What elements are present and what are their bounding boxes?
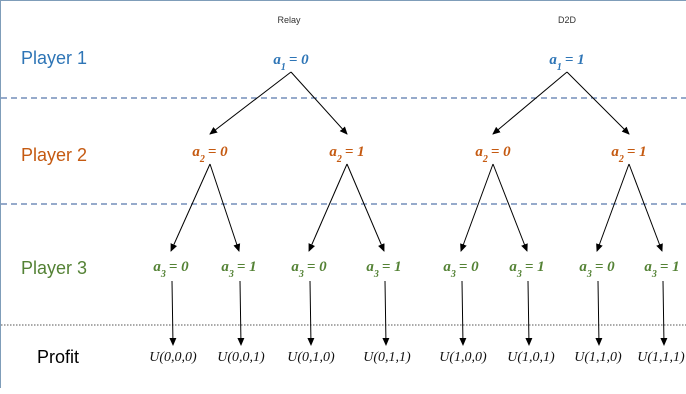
edge-l2-0-to-l3-0 [170, 163, 211, 252]
edge-l1-1-to-l2-2 [492, 71, 568, 135]
profit-value-7: U(1,1,1) [637, 350, 685, 365]
profit-value-6: U(1,1,0) [574, 350, 622, 365]
player2-action-1-subscript: 2 [336, 154, 342, 165]
player3-action-2-subscript: 3 [298, 269, 304, 280]
edge-l2-2-to-l3-4 [460, 163, 494, 252]
player1-action-0-subscript: 1 [281, 62, 286, 73]
player3-action-6: a3= 0 [579, 259, 615, 280]
edge-l3-7-to-profit-7 [660, 280, 668, 346]
player1-action-0: a1= 0 [273, 52, 309, 73]
player3-action-1-var: a [221, 259, 229, 275]
header-d2d: D2D [558, 15, 577, 25]
player2-action-3-var: a [611, 144, 619, 160]
player3-action-6-subscript: 3 [586, 269, 592, 280]
header-relay: Relay [277, 15, 301, 25]
player2-action-2-var: a [475, 144, 483, 160]
edge-l3-2-to-profit-2 [307, 280, 315, 346]
edge-l2-2-to-l3-5 [492, 163, 528, 252]
edge-l2-0-to-l3-1 [209, 163, 241, 252]
player3-action-3-subscript: 3 [373, 269, 379, 280]
player3-action-7: a3= 1 [644, 259, 679, 280]
player3-action-1-value: = 1 [237, 259, 257, 275]
player1-action-1: a1= 1 [549, 52, 584, 73]
edge-l3-5-to-profit-5 [525, 280, 533, 346]
player2-action-3-subscript: 2 [618, 154, 624, 165]
player3-action-5-value: = 1 [525, 259, 545, 275]
player3-action-0-var: a [153, 259, 161, 275]
edge-l3-1-to-profit-1 [237, 280, 245, 346]
player-2-label: Player 2 [21, 145, 87, 165]
player3-action-5-var: a [509, 259, 517, 275]
player2-action-3: a2= 1 [611, 144, 646, 165]
player-1-label: Player 1 [21, 48, 87, 68]
edge-l2-1-to-l3-2 [308, 163, 348, 252]
profit-value-4: U(1,0,0) [439, 350, 487, 365]
edge-l2-3-to-l3-6 [596, 163, 630, 252]
player1-action-1-var: a [549, 52, 557, 68]
edge-l1-1-to-l2-3 [566, 71, 630, 135]
player3-action-1: a3= 1 [221, 259, 256, 280]
player2-action-2-subscript: 2 [482, 154, 488, 165]
player2-action-1: a2= 1 [329, 144, 364, 165]
player3-action-0: a3= 0 [153, 259, 189, 280]
player3-action-2-value: = 0 [307, 259, 327, 275]
tree-edges [169, 71, 668, 346]
edge-l3-3-to-profit-3 [382, 280, 390, 346]
player1-action-0-var: a [273, 52, 281, 68]
player2-action-2-value: = 0 [491, 144, 511, 160]
edge-l3-6-to-profit-6 [595, 280, 603, 346]
profit-row-label: Profit [37, 347, 79, 367]
player2-action-1-var: a [329, 144, 337, 160]
edge-l3-4-to-profit-4 [459, 280, 467, 346]
player3-action-7-var: a [644, 259, 652, 275]
player2-action-0-subscript: 2 [199, 154, 205, 165]
profit-value-5: U(1,0,1) [507, 350, 555, 365]
player3-action-3: a3= 1 [366, 259, 401, 280]
player3-action-2: a3= 0 [291, 259, 327, 280]
profit-value-0: U(0,0,0) [149, 350, 197, 365]
player-3-label: Player 3 [21, 258, 87, 278]
player3-action-7-value: = 1 [660, 259, 680, 275]
player2-action-2: a2= 0 [475, 144, 511, 165]
profit-value-1: U(0,0,1) [217, 350, 265, 365]
player2-action-3-value: = 1 [627, 144, 647, 160]
profit-value-3: U(0,1,1) [363, 350, 411, 365]
player3-action-0-subscript: 3 [160, 269, 166, 280]
player3-action-6-value: = 0 [595, 259, 615, 275]
profit-value-2: U(0,1,0) [287, 350, 335, 365]
player3-action-1-subscript: 3 [228, 269, 234, 280]
player3-action-4-var: a [443, 259, 451, 275]
player3-action-4-subscript: 3 [450, 269, 456, 280]
player2-action-1-value: = 1 [345, 144, 365, 160]
edge-l1-0-to-l2-1 [290, 71, 348, 135]
edge-l2-3-to-l3-7 [628, 163, 663, 252]
player2-action-0-value: = 0 [208, 144, 228, 160]
player2-action-0-var: a [192, 144, 200, 160]
edge-l3-0-to-profit-0 [169, 280, 177, 346]
player2-action-0: a2= 0 [192, 144, 228, 165]
player1-action-0-value: = 0 [289, 52, 309, 68]
player3-action-0-value: = 0 [169, 259, 189, 275]
player3-action-3-var: a [366, 259, 374, 275]
player3-action-2-var: a [291, 259, 299, 275]
player3-action-4: a3= 0 [443, 259, 479, 280]
player3-action-5: a3= 1 [509, 259, 544, 280]
player3-action-6-var: a [579, 259, 587, 275]
player1-action-1-value: = 1 [565, 52, 585, 68]
edge-l1-0-to-l2-0 [209, 71, 292, 135]
player3-action-5-subscript: 3 [516, 269, 522, 280]
player3-action-3-value: = 1 [382, 259, 402, 275]
player3-action-4-value: = 0 [459, 259, 479, 275]
edge-l2-1-to-l3-3 [346, 163, 385, 252]
player1-action-1-subscript: 1 [557, 62, 562, 73]
player3-action-7-subscript: 3 [651, 269, 657, 280]
